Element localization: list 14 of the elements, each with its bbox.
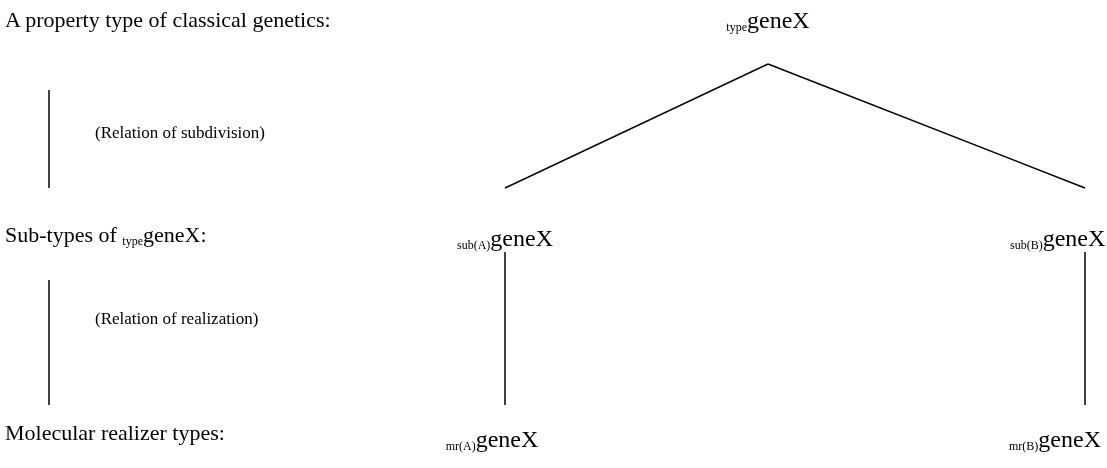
gene-label: $_{sub(B)}$geneX bbox=[1010, 224, 1106, 254]
gene-label: $_{mr(B)}$geneX bbox=[1009, 425, 1101, 455]
connector-line bbox=[1084, 251, 1086, 406]
row-label: A property type of classical genetics: bbox=[5, 7, 331, 33]
relation-label: (Relation of subdivision) bbox=[95, 122, 265, 144]
gene-label: $_{sub(A)}$geneX bbox=[457, 224, 553, 254]
relation-label: (Relation of realization) bbox=[95, 308, 259, 330]
gene-label: $_{type}$geneX bbox=[726, 6, 810, 36]
connector-line bbox=[504, 251, 506, 406]
row-label: Molecular realizer types: bbox=[5, 420, 225, 446]
connector-line bbox=[767, 63, 1086, 189]
row-label: Sub-types of $_{type}$geneX: bbox=[5, 222, 207, 250]
connector-line bbox=[504, 63, 769, 189]
gene-label: $_{mr(A)}$geneX bbox=[445, 425, 539, 455]
